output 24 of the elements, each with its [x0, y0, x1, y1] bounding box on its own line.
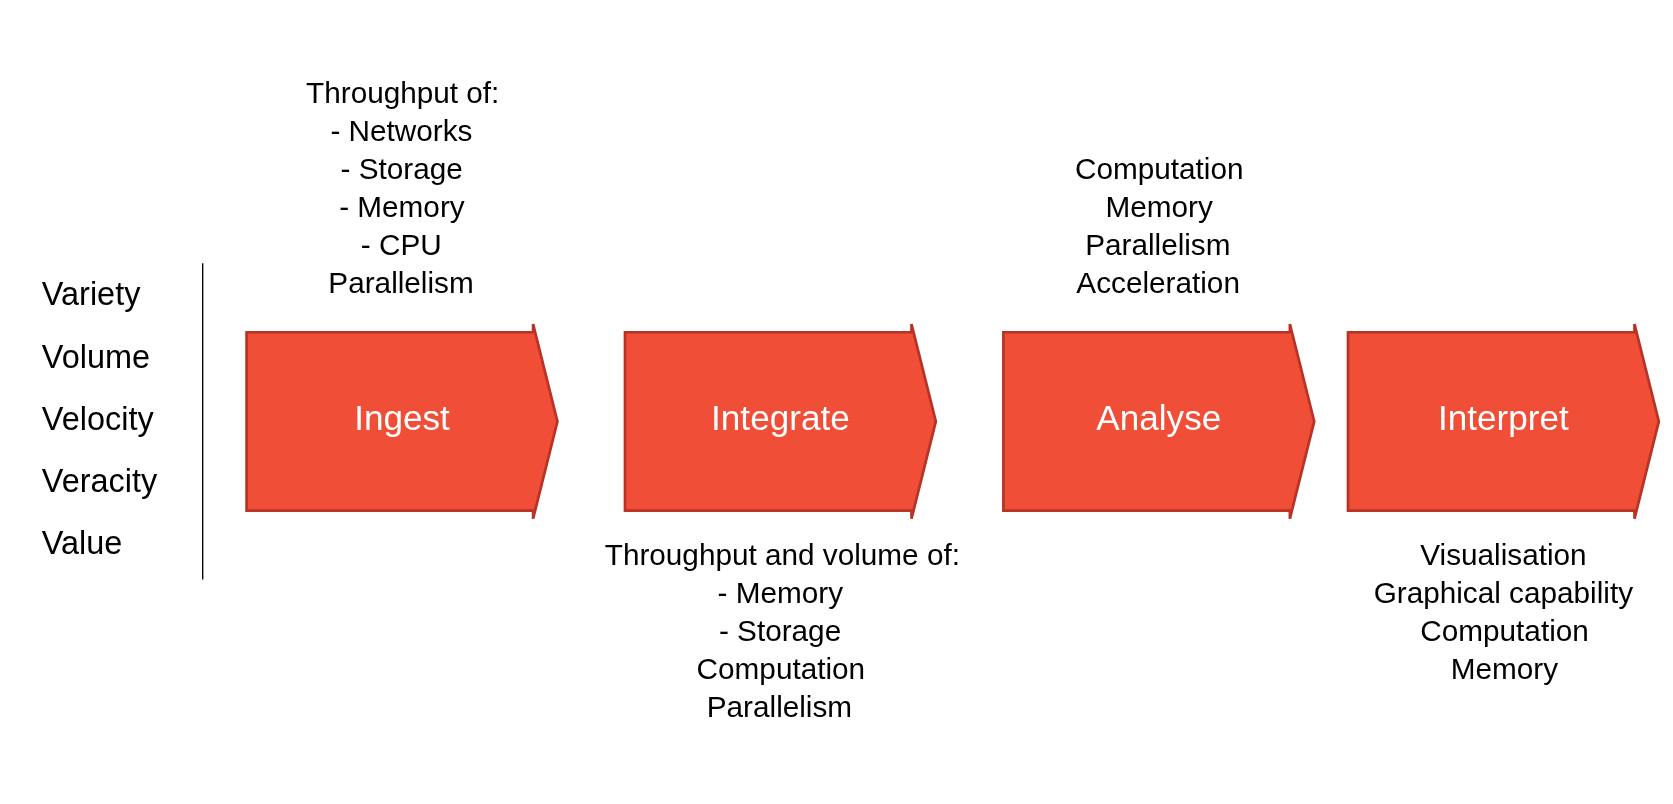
node-label: - Networks	[330, 113, 473, 147]
label: Value	[41, 524, 123, 561]
node-label: - Memory	[339, 189, 465, 223]
node-label: Computation	[1420, 613, 1589, 647]
node-label: Computation	[1075, 151, 1244, 185]
node-label: Graphical capability	[1373, 575, 1634, 609]
node-label: Memory	[1105, 189, 1213, 223]
node-label: - Memory	[717, 575, 844, 609]
label: Veracity	[41, 462, 158, 499]
node-label: Parallelism	[328, 265, 474, 298]
node-label: Acceleration	[1076, 265, 1240, 298]
label: Variety	[41, 275, 141, 312]
node-label: Parallelism	[706, 689, 853, 723]
node-label: Throughput of:	[306, 75, 500, 109]
node-label: Throughput and volume of:	[604, 537, 960, 571]
node-label: Parallelism	[1085, 227, 1231, 261]
node-label: Computation	[696, 651, 866, 685]
node-label: Visualisation	[1420, 537, 1587, 571]
node-label: - Storage	[718, 613, 842, 647]
node-label: - CPU	[360, 227, 442, 261]
node-label: Memory	[1450, 651, 1559, 685]
label: Volume	[41, 338, 151, 375]
label: Velocity	[41, 400, 154, 437]
node-label: - Storage	[340, 151, 463, 185]
